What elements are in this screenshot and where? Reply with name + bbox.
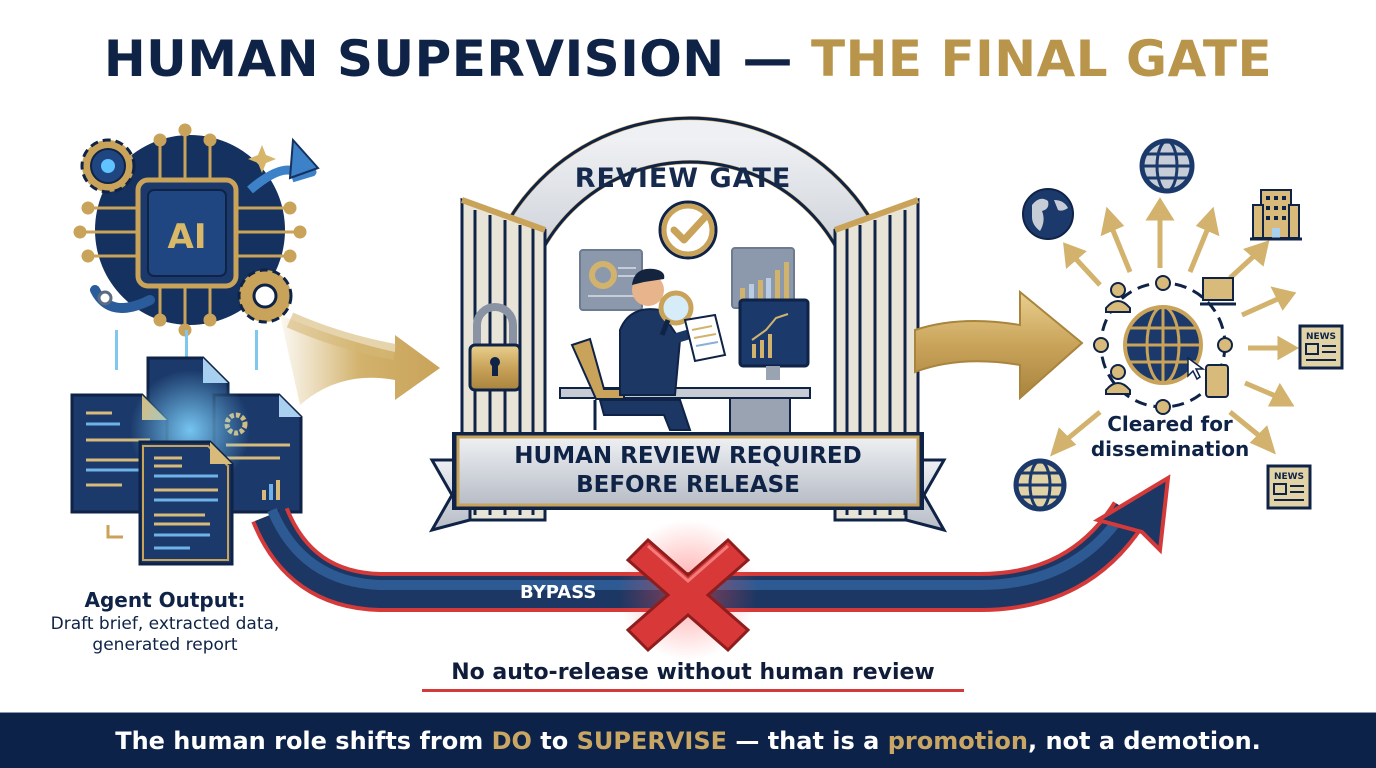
agent-output-heading: Agent Output: [84,588,246,612]
footer-text-3: — that is a [727,726,888,755]
agent-output-line1: Draft brief, extracted data, [50,614,280,634]
input-arrow-icon [280,312,440,405]
documents-stack [70,356,303,566]
dissemination-hub: NEWS NEWS [1013,138,1344,512]
globe-icon [1139,138,1195,194]
monitor-chart-icon [738,298,810,380]
gear-icon [237,268,293,324]
bypass-arrowhead [1092,474,1171,555]
world-map-globe-icon [1022,188,1074,240]
gate-banner-label: HUMAN REVIEW REQUIRED BEFORE RELEASE [452,442,924,500]
office-building-icon [1250,189,1302,241]
gate-banner-line2: BEFORE RELEASE [576,472,800,498]
ai-chip-label: AI [168,217,207,257]
page-title: HUMAN SUPERVISION — THE FINAL GATE [0,30,1376,88]
newspaper-icon: NEWS [1298,324,1344,370]
title-primary: HUMAN SUPERVISION — [103,30,811,88]
footer-highlight-promotion: promotion [887,726,1028,755]
bypass-path [251,474,1171,612]
laptop-icon [1200,277,1236,306]
network-globe-icon [1123,305,1206,385]
gear-icon [80,138,136,194]
checkmark-circle-icon [658,200,718,260]
review-gate [428,116,948,533]
tablet-icon [1205,364,1229,398]
footer-text-4: , not a demotion. [1028,726,1261,755]
cleared-for-dissemination-label: Cleared for dissemination [1070,412,1270,462]
agent-output-line2: generated report [92,635,238,655]
red-x-icon [618,520,758,660]
footer-banner: The human role shifts from DO to SUPERVI… [0,712,1376,768]
globe-icon [1013,458,1067,512]
chart-panel-icon [731,247,795,309]
person-icon [1105,282,1131,313]
gate-banner-line1: HUMAN REVIEW REQUIRED [514,443,862,469]
padlock-icon [468,303,522,392]
ai-chip-icon: AI [73,123,320,337]
footer-text-1: The human role shifts from [115,726,492,755]
newspaper-icon: NEWS [1266,464,1312,510]
cursor-icon [1187,356,1206,381]
dashboard-panel-icon [579,249,643,311]
footer-highlight-supervise: SUPERVISE [576,726,727,755]
title-accent: THE FINAL GATE [810,30,1273,88]
footer-text-2: to [531,726,577,755]
output-arrow-icon [914,289,1084,401]
cleared-line1: Cleared for [1107,412,1233,436]
reviewer-with-magnifier-icon [598,268,727,431]
person-icon [1105,364,1131,395]
bypass-label: BYPASS [520,582,597,603]
agent-output-label: Agent Output: Draft brief, extracted dat… [0,588,330,656]
svg-text:NEWS: NEWS [1274,472,1304,482]
footer-highlight-do: DO [491,726,532,755]
svg-text:NEWS: NEWS [1306,332,1336,342]
document-icon [138,440,234,566]
gate-arch-label: REVIEW GATE [574,163,792,194]
review-banner [428,432,948,533]
cleared-line2: dissemination [1090,437,1250,461]
no-auto-release-warning: No auto-release without human review [422,660,964,692]
